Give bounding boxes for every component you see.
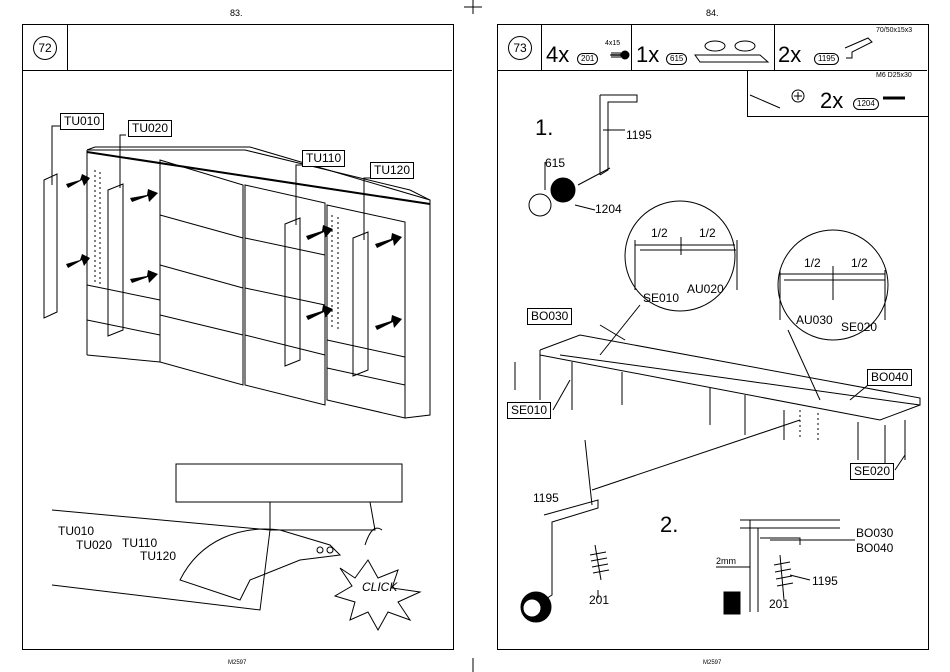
detail-a-label-au020: AU020 <box>687 282 724 296</box>
step1-label-615: 615 <box>545 156 565 170</box>
detail-b-half-left: 1/2 <box>804 256 821 270</box>
label-se010: SE010 <box>507 402 551 419</box>
step2-label-1195: 1195 <box>533 491 559 505</box>
step1-label-1204: 1204 <box>595 202 622 216</box>
detail-b-label-se020: SE020 <box>841 320 877 334</box>
detail-b-half-right: 1/2 <box>851 256 868 270</box>
step2-gap-label: 2mm <box>716 556 736 566</box>
step-2-number: 2. <box>660 512 678 538</box>
step2-label-bo040: BO040 <box>856 541 893 555</box>
detail-a-half-right: 1/2 <box>699 226 716 240</box>
step2-label-201-right: 201 <box>769 597 789 611</box>
step-1-number: 1. <box>535 115 553 141</box>
detail-a-half-left: 1/2 <box>651 226 668 240</box>
step2-label-1195-right: 1195 <box>812 574 838 588</box>
label-se020: SE020 <box>850 463 894 480</box>
detail-b-label-au030: AU030 <box>796 313 833 327</box>
detail-a-label-se010: SE010 <box>643 291 679 305</box>
label-bo040: BO040 <box>867 369 912 386</box>
right-footer-code: M2597 <box>703 660 721 666</box>
step1-label-1195: 1195 <box>626 128 652 142</box>
step2-label-201: 201 <box>589 593 609 607</box>
label-bo030: BO030 <box>527 308 572 325</box>
step2-label-bo030: BO030 <box>856 526 893 540</box>
